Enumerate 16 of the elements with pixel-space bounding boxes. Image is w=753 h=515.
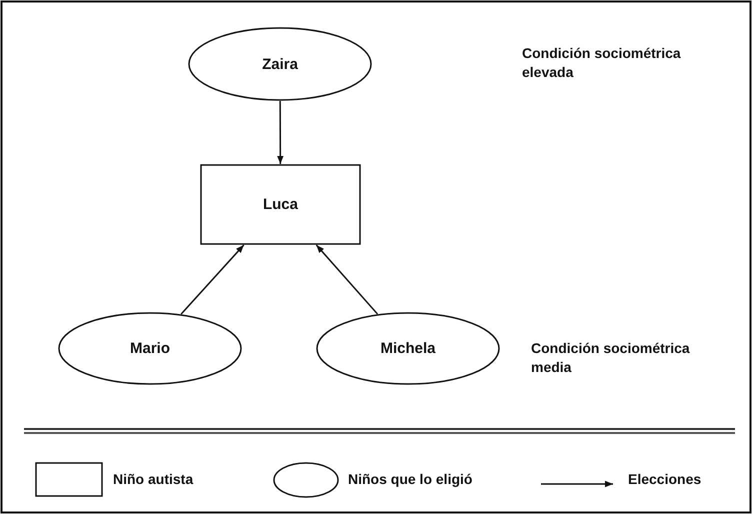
level-label: Condición sociométrica elevada <box>522 44 682 82</box>
level-label: Condición sociométrica media <box>531 339 691 377</box>
legend-label: Elecciones <box>628 470 702 489</box>
process-box <box>200 164 361 245</box>
arrow <box>316 244 378 315</box>
person-ellipse <box>316 312 500 385</box>
arrow <box>180 244 244 315</box>
legend-label: Niños que lo eligió <box>348 470 472 489</box>
node-label: Mario <box>130 340 170 357</box>
node-label: Zaira <box>262 56 298 72</box>
node-label: Michela <box>380 340 436 357</box>
person-ellipse <box>188 27 372 101</box>
person-ellipse <box>58 312 242 385</box>
arrow <box>277 101 284 164</box>
node-label: Luca <box>262 196 298 213</box>
legend-label: Niño autista <box>113 470 194 489</box>
